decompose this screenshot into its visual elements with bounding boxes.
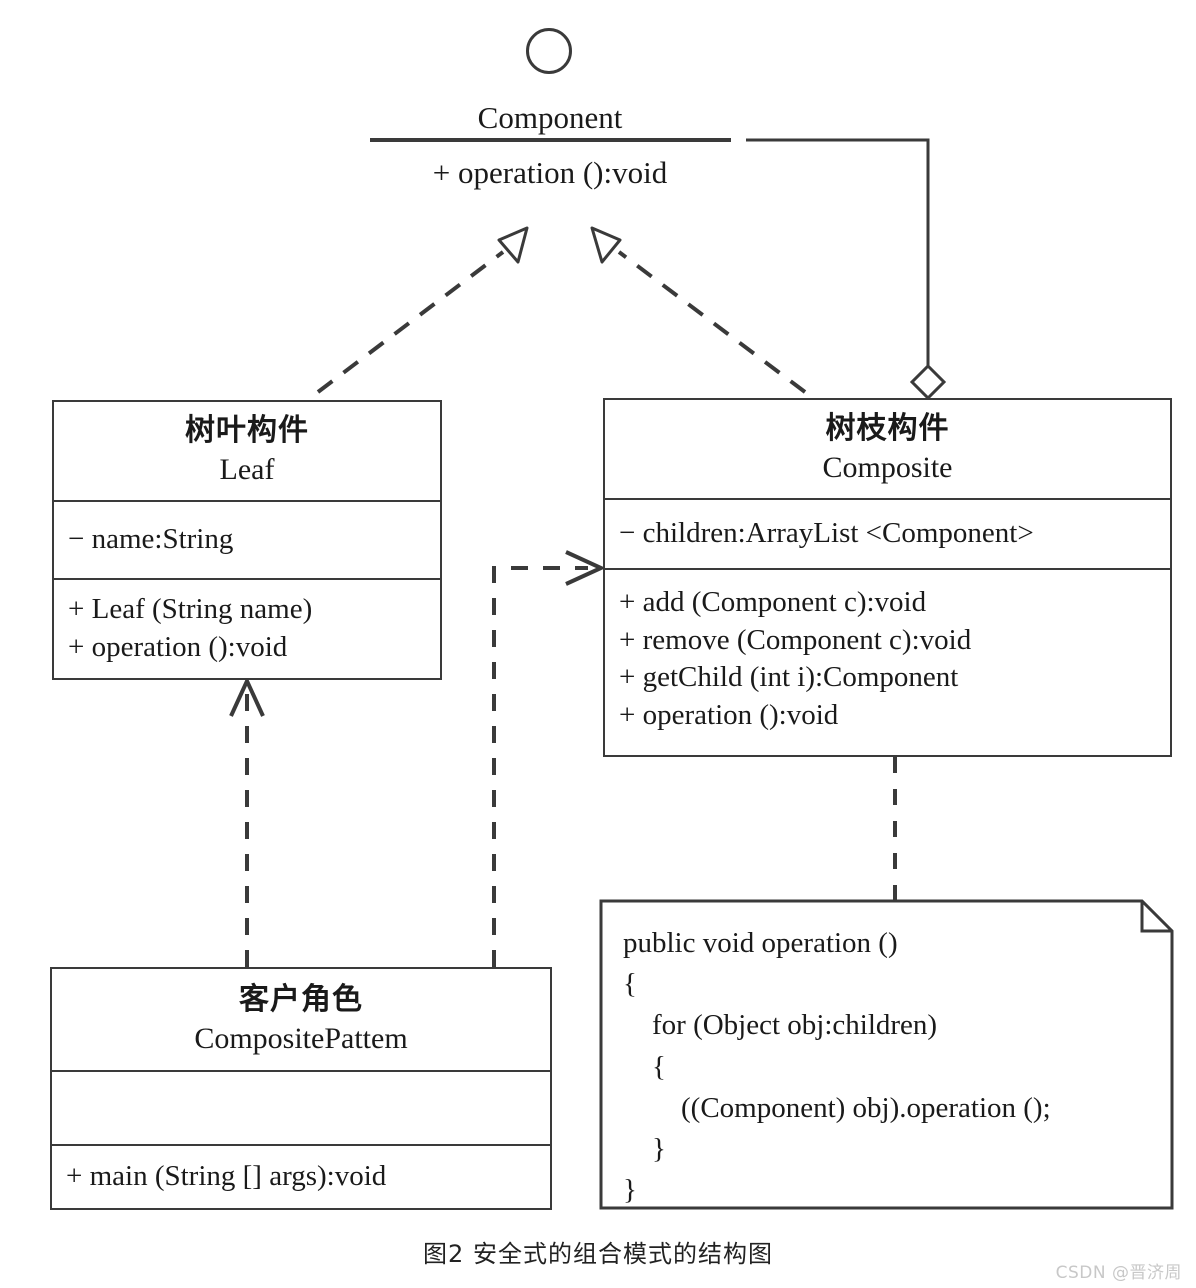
client-title-cn: 客户角色 — [239, 981, 363, 1017]
figure-caption: 图2 安全式的组合模式的结构图 — [423, 1240, 773, 1268]
realization-triangle-icon-leaf — [497, 226, 529, 264]
dependency-arrowhead-icon-leaf — [229, 676, 265, 717]
composite-attribute: − children:ArrayList <Component> — [619, 517, 1034, 550]
client-methods-compartment: + main (String [] args):void — [52, 1146, 550, 1208]
code-note-shape — [599, 899, 1174, 1210]
interface-operation-label: + operation ():void — [432, 155, 668, 190]
composite-title-en: Composite — [822, 451, 953, 484]
watermark-label: CSDN @晋济周 — [1055, 1263, 1182, 1283]
leaf-title-compartment: 树叶构件 Leaf — [54, 402, 440, 502]
composite-title-compartment: 树枝构件 Composite — [605, 400, 1170, 500]
composite-attributes-compartment: − children:ArrayList <Component> — [605, 500, 1170, 570]
interface-circle-icon — [526, 28, 572, 74]
realization-line-composite-component — [617, 250, 807, 394]
client-title-compartment: 客户角色 CompositePattem — [52, 969, 550, 1072]
dependency-connector-client-composite — [492, 566, 588, 967]
realization-line-leaf-component — [316, 250, 505, 394]
interface-name-label: Component — [477, 100, 623, 135]
composite-methods-compartment: + add (Component c):void + remove (Compo… — [605, 570, 1170, 755]
leaf-title-cn: 树叶构件 — [185, 413, 309, 449]
composite-method: + operation ():void — [619, 699, 839, 732]
composite-title: 树枝构件 Composite — [619, 411, 1156, 486]
class-box-client[interactable]: 客户角色 CompositePattem + main (String [] a… — [50, 967, 552, 1210]
client-method: + main (String [] args):void — [66, 1160, 387, 1193]
class-box-composite[interactable]: 树枝构件 Composite − children:ArrayList <Com… — [603, 398, 1172, 757]
composite-method: + remove (Component c):void — [619, 623, 972, 656]
leaf-method: + operation ():void — [68, 631, 288, 663]
code-note[interactable]: public void operation () { for (Object o… — [601, 901, 1172, 1208]
composite-method: + add (Component c):void — [619, 586, 927, 618]
code-note-fold-icon — [1140, 901, 1172, 933]
leaf-attribute: − name:String — [68, 523, 234, 556]
leaf-method: + Leaf (String name) — [68, 593, 313, 626]
client-title-en: CompositePattem — [194, 1021, 408, 1055]
leaf-attributes-compartment: − name:String — [54, 502, 440, 580]
realization-triangle-icon-composite — [590, 226, 622, 264]
client-title: 客户角色 CompositePattem — [66, 982, 536, 1057]
aggregation-connector-component-composite — [746, 138, 930, 366]
leaf-title: 树叶构件 Leaf — [68, 413, 426, 488]
composite-title-cn: 树枝构件 — [825, 411, 950, 447]
component-interface: Component + operation ():void — [0, 0, 1196, 200]
composite-method: + getChild (int i):Component — [619, 661, 959, 694]
leaf-title-en: Leaf — [219, 453, 275, 486]
client-attributes-compartment — [52, 1072, 550, 1146]
class-box-leaf[interactable]: 树叶构件 Leaf − name:String + Leaf (String n… — [52, 400, 442, 680]
code-note-text: public void operation () { for (Object o… — [623, 927, 1051, 1207]
dependency-arrowhead-icon-composite — [565, 550, 606, 586]
leaf-methods-compartment: + Leaf (String name) + operation ():void — [54, 580, 440, 678]
aggregation-diamond-icon — [909, 363, 947, 401]
